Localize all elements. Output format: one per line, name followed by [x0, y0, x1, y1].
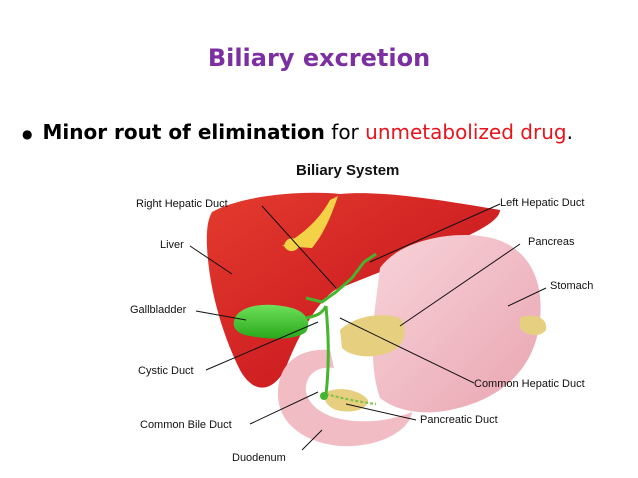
- stomach-shape: [372, 235, 541, 413]
- leader-pancreas: [399, 243, 521, 327]
- label-stomach: Stomach: [550, 280, 593, 292]
- hepatic-ducts: [305, 252, 377, 304]
- leader-cystic-duct: [205, 321, 319, 371]
- pancreatic-duct-shape: [325, 393, 377, 405]
- pancreas-head: [324, 389, 368, 412]
- bullet-point: ● Minor rout of elimination for unmetabol…: [22, 120, 573, 144]
- bullet-dot-icon: ●: [22, 126, 33, 141]
- pancreas-tail: [520, 315, 547, 336]
- leader-left-hepatic-duct: [369, 203, 501, 263]
- label-common-hepatic-duct: Common Hepatic Duct: [474, 378, 585, 390]
- leader-liver: [189, 245, 233, 275]
- label-cystic-duct: Cystic Duct: [138, 365, 194, 377]
- diagram-title: Biliary System: [296, 162, 400, 179]
- label-right-hepatic-duct: Right Hepatic Duct: [136, 198, 228, 210]
- common-bile-duct-shape: [324, 305, 330, 395]
- leader-common-bile-duct: [249, 391, 319, 425]
- leader-duodenum: [301, 429, 323, 451]
- bullet-bold-text: Minor rout of elimination: [42, 120, 325, 144]
- ampulla-shape: [320, 392, 328, 400]
- leader-stomach: [507, 287, 547, 307]
- label-duodenum: Duodenum: [232, 452, 286, 464]
- bullet-end-text: .: [566, 120, 573, 144]
- bullet-highlight-text: unmetabolized drug: [365, 120, 567, 144]
- duodenum-shape: [277, 349, 412, 447]
- bullet-middle-text: for: [324, 120, 366, 144]
- slide-title: Biliary excretion: [207, 44, 431, 72]
- leader-pancreatic-duct: [345, 403, 417, 421]
- leader-gallbladder: [195, 310, 247, 321]
- leader-common-hepatic-duct: [339, 317, 475, 384]
- gallbladder-shape: [233, 304, 309, 339]
- label-common-bile-duct: Common Bile Duct: [140, 419, 232, 431]
- label-gallbladder: Gallbladder: [130, 304, 187, 316]
- label-pancreas: Pancreas: [528, 236, 575, 248]
- label-liver: Liver: [160, 239, 184, 251]
- leader-right-hepatic-duct: [261, 205, 337, 289]
- label-pancreatic-duct: Pancreatic Duct: [420, 414, 498, 426]
- round-ligament: [284, 238, 300, 252]
- label-left-hepatic-duct: Left Hepatic Duct: [500, 197, 584, 209]
